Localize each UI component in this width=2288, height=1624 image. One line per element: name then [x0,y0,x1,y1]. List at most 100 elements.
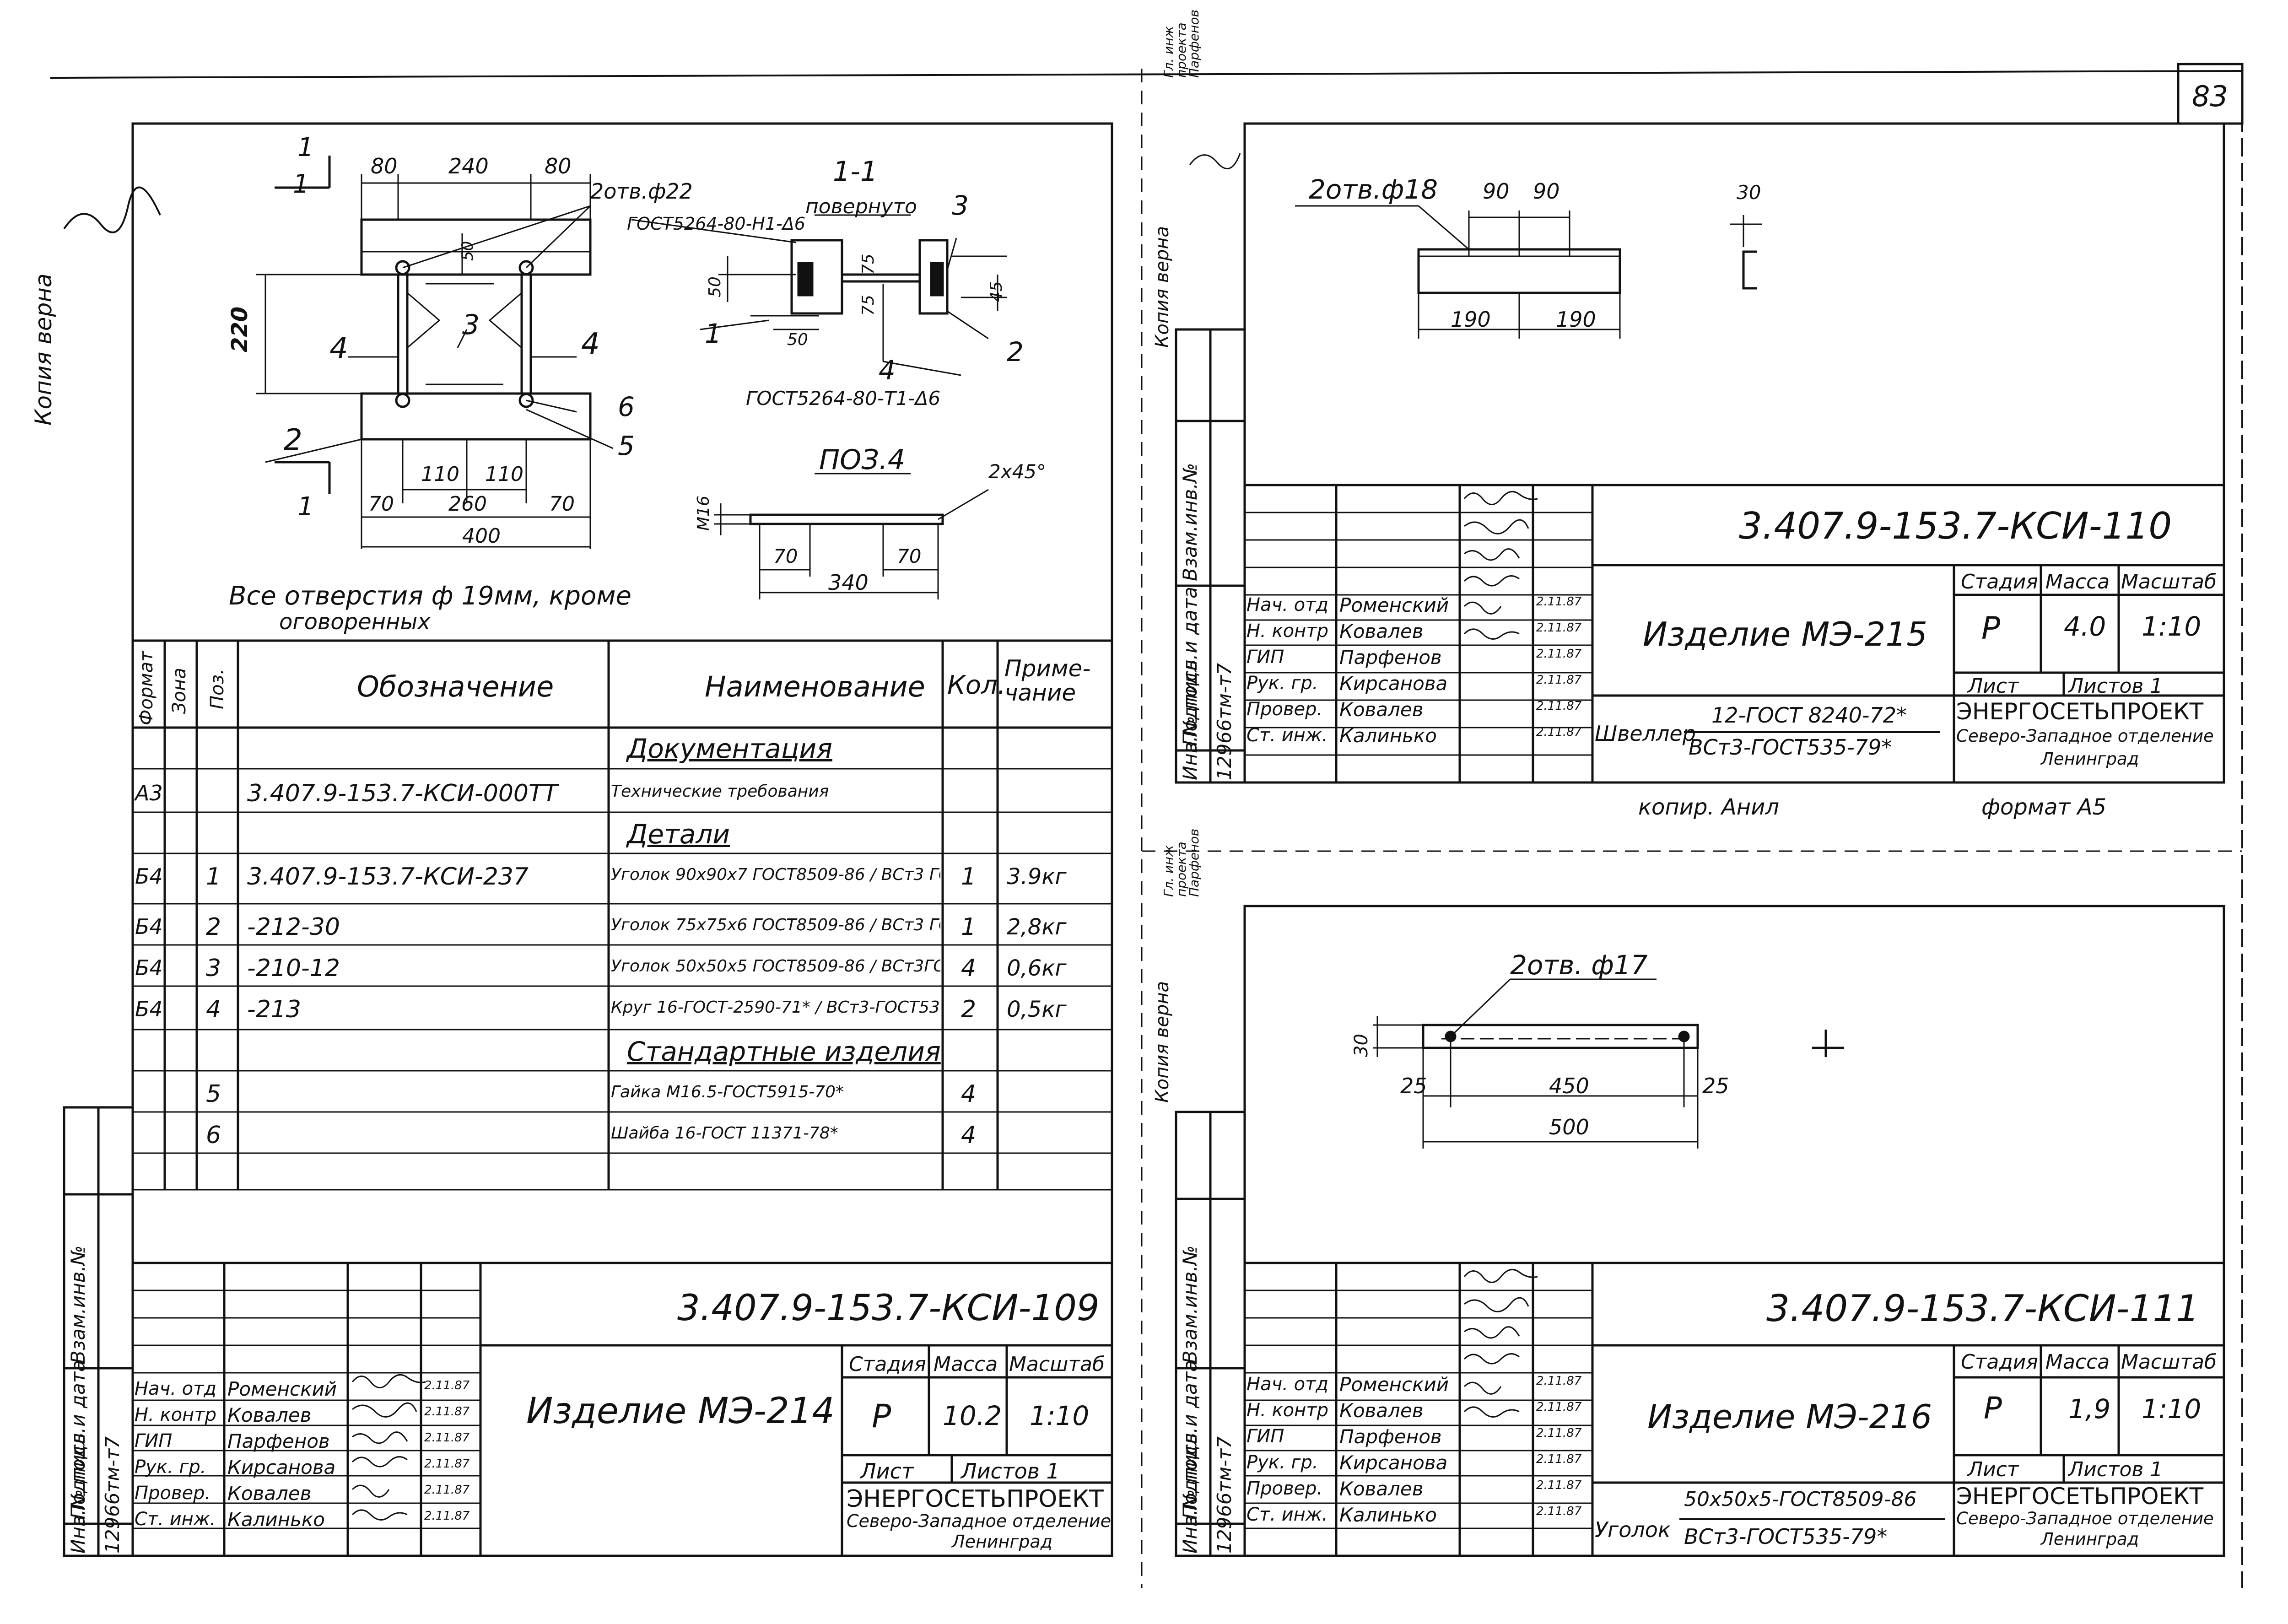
person-role: Нач. отд [1247,1374,1329,1395]
sec-callout-2: 2 [1007,336,1024,367]
dim-110-190b: 190 [1556,307,1596,332]
sec-dim-50a: 50 [706,276,724,297]
copier-note: копир. Анил [1638,794,1780,820]
hdr-sheet-110: Лист [1968,674,2019,698]
dim-110-190a: 190 [1451,307,1491,332]
right-stamp-top: Гл. инж проекта Парфенов [1161,9,1202,78]
material-prefix-110: Швеллер [1595,721,1696,746]
sec-callout-1: 1 [705,318,722,349]
spec-cell-name: Уголок 50х50х5 ГОСТ8509-86 / ВСт3ГОСТ535… [611,958,940,975]
person-date: 2.11.87 [424,1431,470,1445]
weld-gost-top: ГОСТ5264-80-Н1-Δ6 [627,214,805,234]
person-date: 2.11.87 [1536,699,1582,713]
org-branch-111: Северо-Западное отделение [1956,1509,2214,1528]
spec-cell-pos: 5 [206,1080,221,1108]
mass-109: 10.2 [943,1400,1002,1431]
section-1-1 [631,214,1007,376]
callout-1-top: 1 [293,169,309,199]
spec-header-designation: Обозначение [357,670,554,703]
person-name: Парфенов [1339,1425,1442,1448]
person-role: Рук. гр. [135,1457,206,1478]
hdr-sheets-110: Листов 1 [2068,674,2163,698]
hdr-sheets-111: Листов 1 [2068,1458,2163,1481]
sec-callout-4: 4 [879,355,896,386]
me215-channel [1295,205,1762,339]
person-role: Провер. [1247,1478,1323,1499]
stage-109: Р [872,1397,891,1435]
person-date: 2.11.87 [1536,673,1582,687]
person-name: Ковалев [227,1404,312,1426]
material-bottom-111: ВСт3-ГОСТ535-79* [1684,1524,1888,1549]
spec-cell-format: Б4 [135,997,163,1021]
dim-total-400: 400 [462,524,501,548]
copy-true-stamp-right-bottom: Копия верна [1152,981,1173,1103]
material-fraction-line-110 [1684,731,1940,733]
section-1-1-title: 1-1 [833,156,878,188]
spec-cell-name: Шайба 16-ГОСТ 11371-78* [611,1125,838,1142]
person-name: Ковалев [1339,1478,1424,1500]
callout-3: 3 [462,309,480,341]
dim-111-450: 450 [1549,1074,1589,1098]
callout-4-left: 4 [329,332,348,366]
person-date: 2.11.87 [1536,725,1582,739]
section-rotated-note: повернуто [805,195,917,218]
hdr-sheets-109: Листов 1 [961,1459,1060,1484]
person-date: 2.11.87 [1536,621,1582,635]
person-name: Роменский [227,1378,337,1400]
dim-70-right: 70 [549,492,575,516]
spec-cell-format: А3 [135,781,163,805]
weld-gost-bottom: ГОСТ5264-80-Т1-Δ6 [746,387,941,410]
strip110-inv-number: 12966тм-т7 [1213,663,1236,780]
material-prefix-111: Уголок [1595,1517,1671,1542]
title-111: Изделие МЭ-216 [1647,1397,1932,1436]
spec-cell-format: Б4 [135,955,163,980]
spec-cell-qty: 2 [961,996,977,1023]
hdr-stage-111: Стадия [1961,1350,2038,1374]
copy-true-stamp-left: Копия верна [30,273,57,426]
spec-cell-note: 3.9кг [1007,864,1067,890]
spec-cell-format: Б4 [135,914,163,939]
person-date: 2.11.87 [1536,1452,1582,1466]
hdr-stage-109: Стадия [849,1353,926,1376]
dim-111-25b: 25 [1702,1074,1729,1098]
person-date: 2.11.87 [1536,595,1582,609]
sec-dim-45: 45 [987,281,1006,302]
spec-cell-name: Технические требования [611,783,829,800]
spec-cell-name: Уголок 90х90х7 ГОСТ8509-86 / ВСт3 ГОСТ 5… [611,867,940,883]
section-mark-bottom: 1 [297,492,314,522]
callout-6: 6 [618,391,635,422]
person-date: 2.11.87 [424,1509,470,1523]
person-name: Калинько [1339,724,1437,747]
org-city-110: Ленинград [2041,749,2139,769]
format-note: формат А5 [1981,794,2107,820]
person-name: Роменский [1339,594,1449,616]
stage-110: Р [1981,610,2001,647]
person-name: Кирсанова [1339,672,1448,695]
person-name: Ковалев [1339,1399,1424,1422]
org-name-109: ЭНЕРГОСЕТЬПРОЕКТ [847,1485,1104,1513]
person-name: Парфенов [227,1430,330,1452]
person-role: Нач. отд [135,1378,217,1399]
title-110: Изделие МЭ-215 [1643,615,1928,653]
holes-note-line2: оговоренных [279,609,431,635]
spec-cell-qty: 4 [961,1122,977,1149]
code-110: 3.407.9-153.7-КСИ-110 [1739,505,2172,547]
dim-260: 260 [448,492,487,516]
spec-cell-pos: 3 [206,955,221,982]
spec-header-name: Наименование [705,670,925,703]
spec-cell-note: 0,6кг [1007,955,1067,981]
section-mark-top-a: 1 [297,133,314,162]
hdr-mass-109: Масса [934,1353,998,1376]
dim-110-90b: 90 [1533,179,1560,204]
callout-5: 5 [618,430,635,461]
pos4-title: ПОЗ.4 [819,444,906,476]
hdr-scale-110: Масштаб [2121,570,2217,593]
spec-cell-name: Гайка М16.5-ГОСТ5915-70* [611,1084,844,1101]
person-name: Кирсанова [227,1456,336,1478]
spec-cell-designation: 3.407.9-153.7-КСИ-000ТТ [247,780,558,807]
person-date: 2.11.87 [1536,647,1582,661]
person-name: Калинько [227,1508,325,1531]
org-city-111: Ленинград [2041,1529,2139,1549]
pos4-rod [714,473,989,599]
person-role: Рук. гр. [1247,1452,1318,1473]
